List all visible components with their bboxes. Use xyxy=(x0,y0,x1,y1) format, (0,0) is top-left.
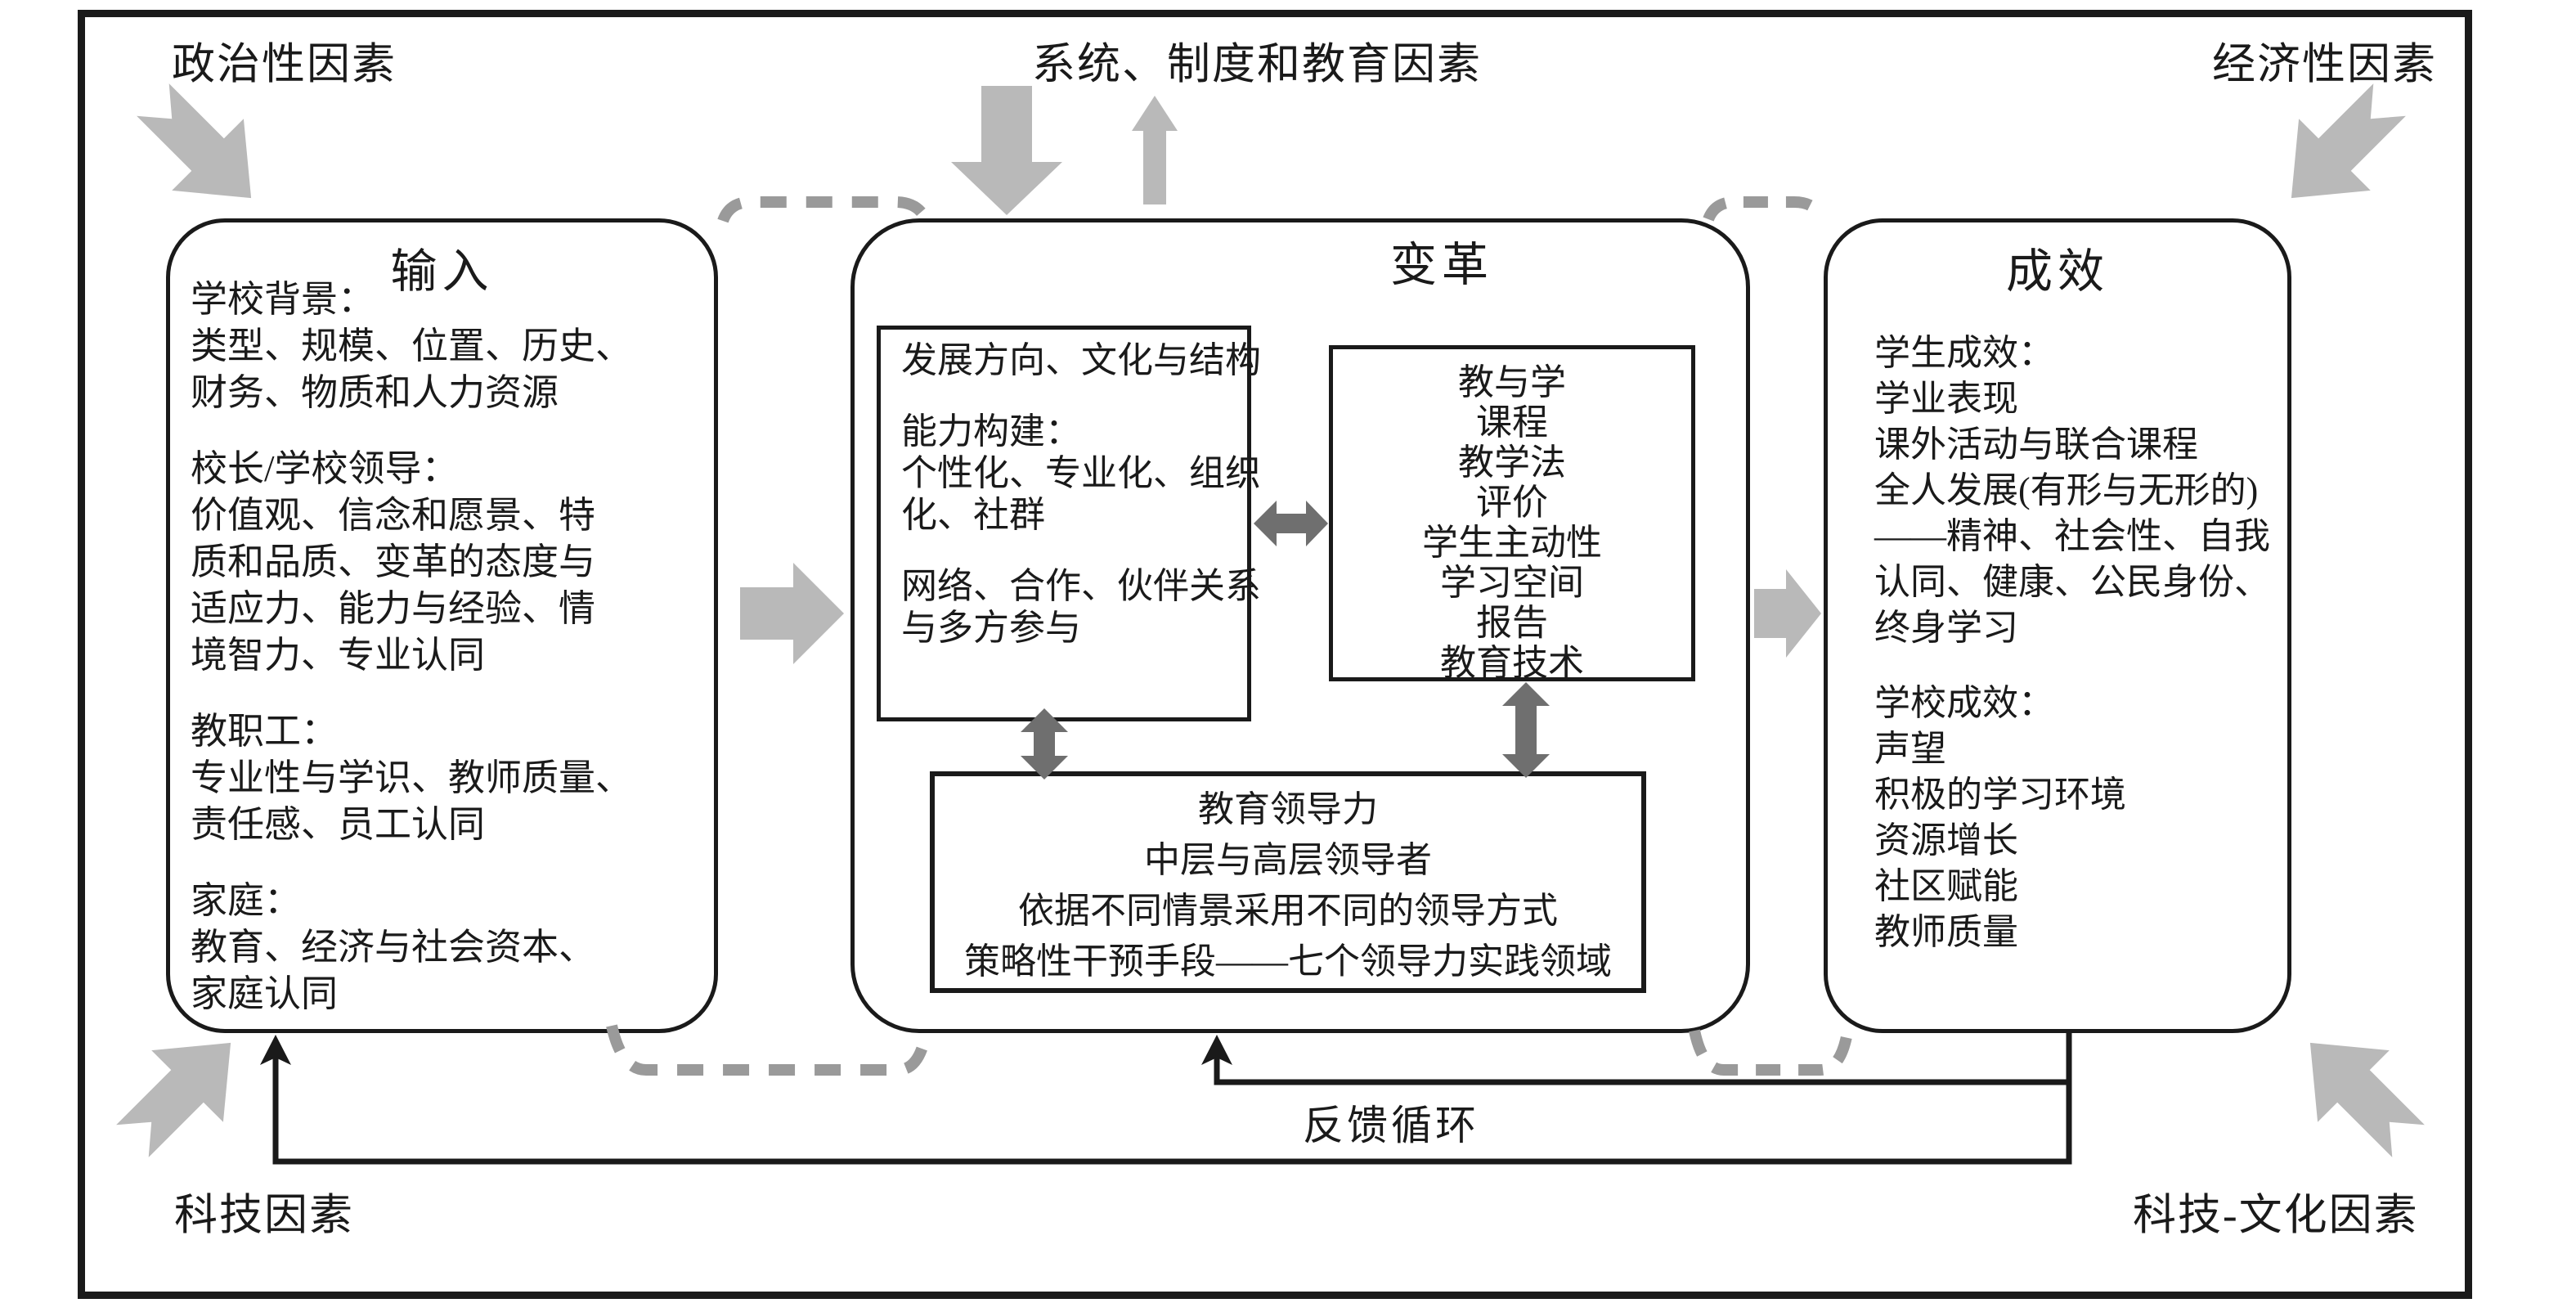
text-line: 个性化、专业化、组织 xyxy=(901,453,1261,493)
text-line: 教师质量 xyxy=(1874,912,2018,952)
text-line: 境智力、专业认同 xyxy=(191,635,486,676)
text-line: 认同、健康、公民身份、 xyxy=(1874,562,2270,602)
text-line: 网络、合作、伙伴关系 xyxy=(901,566,1261,606)
input-box-body: 学校背景： 类型、规模、位置、历史、财务、物质和人力资源校长/学校领导： 价值观、信… xyxy=(191,276,632,1018)
outcome-box-title: 成效 xyxy=(2006,246,2109,298)
label-political-factors: 政治性因素 xyxy=(172,41,397,88)
text-line xyxy=(191,416,632,446)
text-line: 发展方向、文化与结构 xyxy=(901,340,1261,380)
label-system-factors: 系统、制度和教育因素 xyxy=(1032,41,1482,88)
text-line: 评价 xyxy=(1476,483,1548,523)
text-line: 策略性干预手段——七个领导力实践领域 xyxy=(964,941,1612,982)
text-line: 教与学 xyxy=(1458,362,1566,402)
text-line: 学生主动性 xyxy=(1422,523,1602,563)
outcome-box-body: 学生成效： 学业表现课外活动与联合课程全人发展(有形与无形的) ——精神、社会性、自… xyxy=(1874,330,2270,955)
text-line: 教育领导力 xyxy=(1198,789,1378,829)
feedback-loop-label: 反馈循环 xyxy=(1303,1103,1479,1148)
text-line: 课程 xyxy=(1476,402,1548,443)
text-line: 社区赋能 xyxy=(1874,866,2018,906)
label-technology-factors: 科技因素 xyxy=(174,1192,354,1239)
teaching-box-body: 教与学课程教学法评价学生主动性学习空间报告教育技术 xyxy=(1333,349,1691,683)
text-line: 学业表现 xyxy=(1874,379,2018,419)
outer-border xyxy=(78,10,2472,1299)
text-line: 质和品质、变革的态度与 xyxy=(191,541,596,582)
leadership-box-body: 教育领导力中层与高层领导者依据不同情景采用不同的领导方式策略性干预手段——七个领… xyxy=(935,776,1641,987)
text-line: ——精神、社会性、自我 xyxy=(1874,516,2270,556)
text-line: 专业性与学识、教师质量、 xyxy=(191,757,633,798)
text-line xyxy=(901,536,1261,565)
text-line: 依据不同情景采用不同的领导方式 xyxy=(1018,891,1558,931)
text-line xyxy=(191,679,632,708)
text-line: 教育、经济与社会资本、 xyxy=(191,927,596,968)
text-line: 财务、物质和人力资源 xyxy=(191,372,559,413)
text-line: 报告 xyxy=(1476,603,1548,643)
text-line: 声望 xyxy=(1874,729,1946,769)
text-line: 积极的学习环境 xyxy=(1874,775,2126,815)
text-line: 资源增长 xyxy=(1874,820,2018,860)
text-line: 课外活动与联合课程 xyxy=(1874,425,2198,465)
text-line: 类型、规模、位置、历史、 xyxy=(191,326,633,366)
teaching-learning-box: 教与学课程教学法评价学生主动性学习空间报告教育技术 xyxy=(1329,345,1695,683)
text-line: 全人发展(有形与无形的) xyxy=(1874,470,2259,510)
input-box: 输入 xyxy=(166,218,718,1033)
text-line xyxy=(191,848,632,878)
text-line: 教育技术 xyxy=(1440,643,1584,683)
direction-box-body: 发展方向、文化与结构能力构建：个性化、专业化、组织化、社群网络、合作、伙伴关系与… xyxy=(901,339,1261,649)
text-line: 校长/学校领导： xyxy=(191,448,459,489)
label-tech-culture-factors: 科技-文化因素 xyxy=(2133,1192,2419,1239)
text-line: 价值观、信念和愿景、特 xyxy=(191,495,596,536)
text-line xyxy=(1874,651,2270,681)
text-line: 中层与高层领导者 xyxy=(1144,840,1432,880)
text-line: 学生成效： xyxy=(1874,333,2054,373)
text-line: 责任感、员工认同 xyxy=(191,804,486,845)
educational-leadership-box: 教育领导力中层与高层领导者依据不同情景采用不同的领导方式策略性干预手段——七个领… xyxy=(930,771,1646,993)
label-economic-factors: 经济性因素 xyxy=(2212,41,2437,88)
input-box-title: 输入 xyxy=(390,246,494,298)
text-line: 家庭： xyxy=(191,880,302,921)
text-line: 学校背景： xyxy=(191,279,375,320)
direction-culture-structure-box xyxy=(877,326,1251,721)
text-line: 适应力、能力与经验、情 xyxy=(191,588,596,629)
text-line: 终身学习 xyxy=(1874,608,2018,648)
text-line: 与多方参与 xyxy=(901,608,1081,648)
text-line: 家庭认同 xyxy=(191,973,339,1014)
outcome-box: 成效 xyxy=(1824,218,2291,1033)
text-line xyxy=(901,381,1261,411)
text-line: 学校成效： xyxy=(1874,683,2054,723)
text-line: 学习空间 xyxy=(1440,563,1584,603)
text-line: 化、社群 xyxy=(901,495,1045,535)
change-box-title: 变革 xyxy=(1390,240,1493,291)
text-line: 教职工： xyxy=(191,711,339,752)
text-line: 教学法 xyxy=(1458,443,1566,483)
text-line: 能力构建： xyxy=(901,411,1081,452)
